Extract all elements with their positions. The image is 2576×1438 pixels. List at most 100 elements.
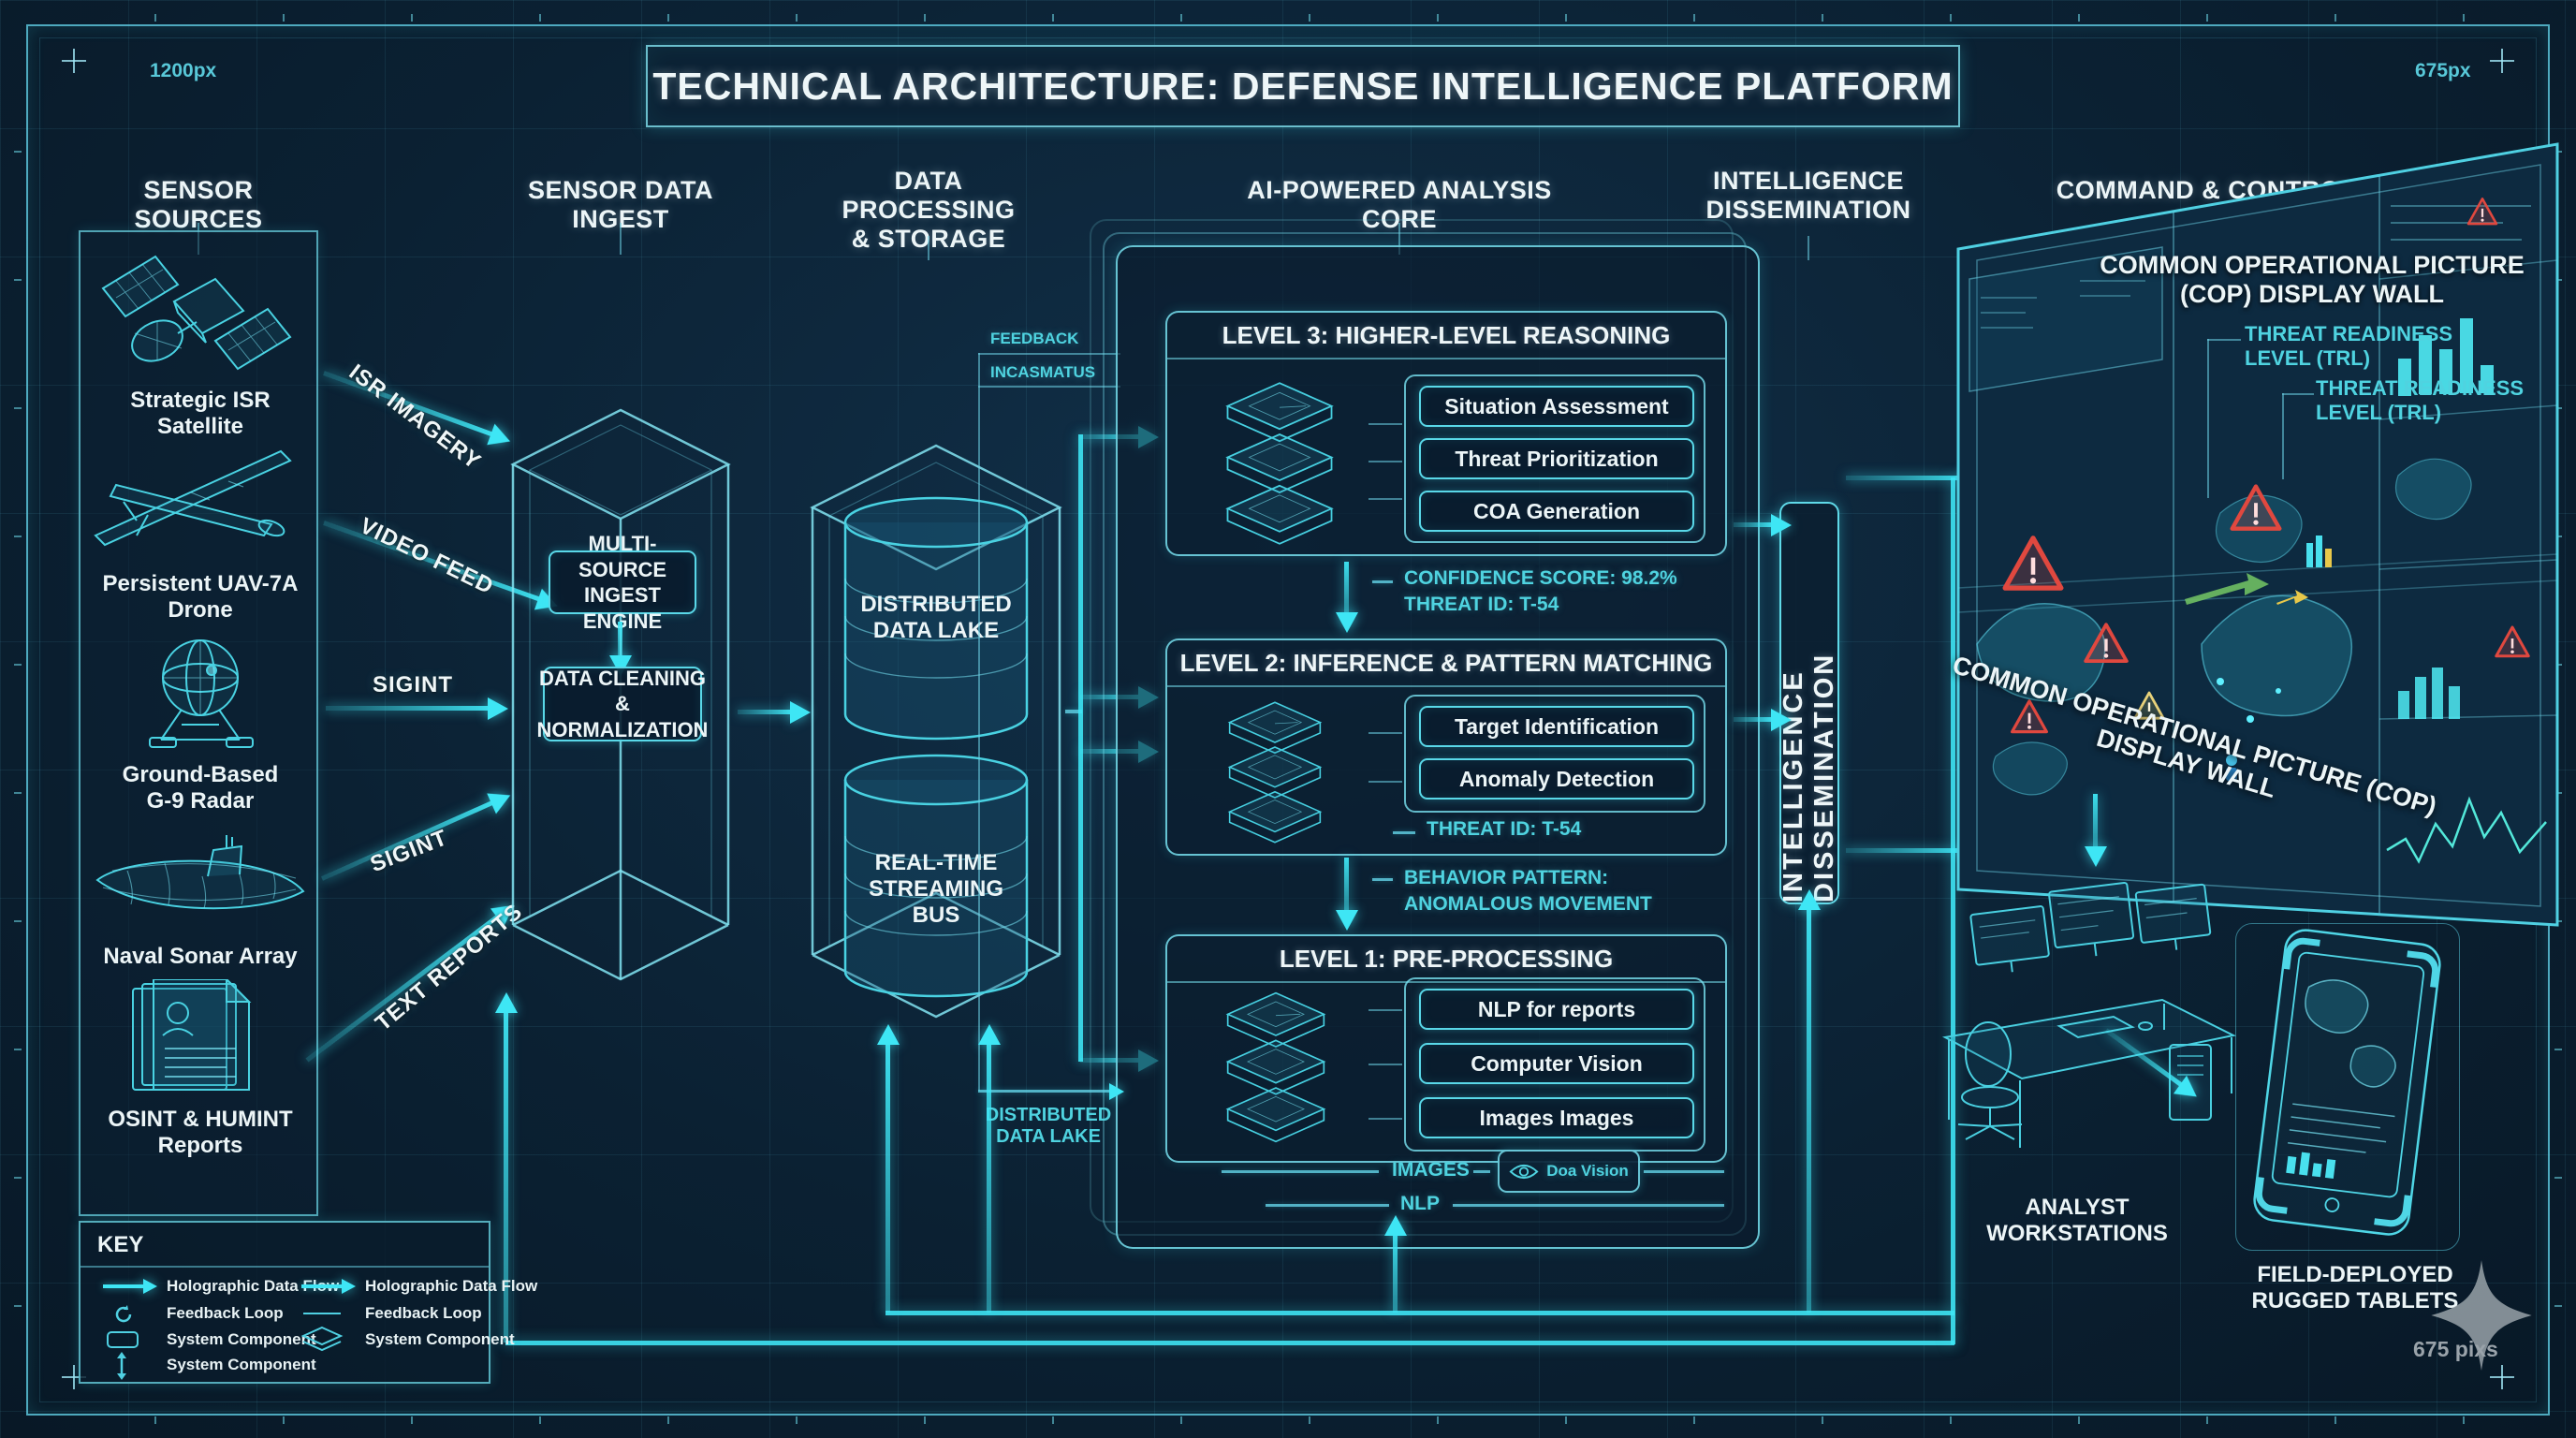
sensor-label: Naval Sonar Array	[103, 944, 298, 969]
behavior-pattern-1: BEHAVIOR PATTERN:	[1404, 867, 1609, 888]
annotation-dash	[1393, 831, 1415, 834]
threat-id-level3: THREAT ID: T-54	[1404, 594, 1559, 615]
threat-id-level2: THREAT ID: T-54	[1427, 818, 1582, 840]
images-label: IMAGES	[1392, 1159, 1470, 1181]
level3-title: LEVEL 3: HIGHER-LEVEL REASONING	[1167, 313, 1725, 360]
connector	[1368, 1009, 1402, 1011]
output-node: Computer Vision	[1419, 1043, 1694, 1084]
output-node: Images Images	[1419, 1097, 1694, 1138]
key-label: System Component	[167, 1356, 316, 1373]
feedback-arrow-into-core	[1383, 1215, 1407, 1313]
analyst-workstation-icon	[1941, 881, 2237, 1148]
storage-prism	[810, 444, 1062, 1019]
lake-ref-label: DISTRIBUTED DATA LAKE	[985, 1105, 1112, 1147]
feedback-secondary-label: INCASMATUS	[990, 363, 1096, 381]
dimension-label-right: 675px	[2415, 60, 2471, 81]
ingest-internal-arrow	[608, 622, 632, 676]
vision-chip-label: Doa Vision	[1546, 1162, 1629, 1180]
feedback-vertical-line	[978, 353, 980, 1091]
images-line-right	[1644, 1170, 1724, 1173]
wall-title: COMMON OPERATIONAL PICTURE (COP) DISPLAY…	[2100, 251, 2525, 308]
header-tick	[1808, 236, 1809, 260]
level1-chipstack-icon	[1226, 991, 1325, 1143]
component-box-icon	[107, 1331, 139, 1348]
key-label: Feedback Loop	[365, 1304, 482, 1322]
key-label: System Component	[167, 1330, 316, 1348]
tablets-label: FIELD-DEPLOYED RUGGED TABLETS	[2251, 1262, 2459, 1313]
line-icon	[303, 1313, 341, 1314]
trl-callout-1: THREAT READINESS LEVEL (TRL)	[2245, 322, 2453, 370]
level2-outputs-group: Target Identification Anomaly Detection	[1404, 695, 1705, 813]
radar-icon	[149, 639, 254, 748]
corner-cross-mark	[2490, 49, 2514, 73]
dissemination-bar: INTELLIGENCE DISSEMINATION	[1778, 502, 1839, 904]
level1-outputs-group: NLP for reports Computer Vision Images I…	[1404, 977, 1705, 1152]
level2-chipstack-icon	[1228, 701, 1322, 844]
eye-icon	[1509, 1164, 1539, 1179]
level3-to-level2-arrow	[1335, 562, 1358, 633]
key-label: Holographic Data Flow	[167, 1277, 340, 1295]
data-lake-cylinders	[843, 496, 1029, 998]
rugged-tablet-icon	[2253, 929, 2441, 1236]
trl-callout-line	[2207, 339, 2209, 498]
output-node: Anomaly Detection	[1419, 758, 1694, 800]
images-line	[1222, 1170, 1379, 1173]
submarine-icon	[95, 835, 305, 910]
confidence-score: CONFIDENCE SCORE: 98.2%	[1404, 567, 1677, 589]
sensor-label: Persistent UAV-7A Drone	[102, 571, 299, 623]
level3-outputs-group: Situation Assessment Threat Prioritizati…	[1404, 374, 1705, 543]
key-label: Holographic Data Flow	[365, 1277, 538, 1295]
sensor-label: Strategic ISR Satellite	[130, 388, 271, 439]
streaming-bus-label: REAL-TIME STREAMING BUS	[869, 850, 1003, 928]
flow-feedback-up-dissem	[1797, 889, 1821, 1313]
sensor-sources-panel: Strategic ISR Satellite Persistent UAV-7…	[79, 230, 318, 1216]
feedback-arrow-into-bus-1	[876, 1024, 900, 1313]
corner-cross-mark	[62, 49, 86, 73]
trl-callout-line	[2207, 339, 2241, 341]
output-node: Threat Prioritization	[1419, 438, 1694, 479]
level3-chipstack-icon	[1226, 382, 1333, 545]
nlp-label: NLP	[1400, 1193, 1440, 1214]
flow-sigint-1	[326, 697, 508, 720]
connector	[1368, 1064, 1402, 1065]
tablet-outline	[2235, 923, 2460, 1251]
dimension-label-left: 1200px	[150, 60, 217, 81]
key-legend: KEY Holographic Data Flow Feedback Loop …	[79, 1221, 537, 1384]
ruler-ticks-top	[28, 14, 2548, 22]
page-title: TECHNICAL ARCHITECTURE: DEFENSE INTELLIG…	[646, 45, 1960, 127]
header-sensor-data-ingest: SENSOR DATA INGEST	[527, 176, 713, 233]
feedback-bus-line-1	[886, 1311, 1954, 1315]
output-node: COA Generation	[1419, 491, 1694, 532]
vertical-arrow-icon	[117, 1352, 126, 1380]
annotation-dash	[1372, 878, 1393, 881]
trl-callout-line	[2282, 393, 2314, 395]
sparkle-star-icon	[2431, 1260, 2532, 1371]
connector	[1368, 498, 1402, 500]
feedback-return-vertical	[1951, 477, 1955, 1344]
connector	[1368, 781, 1402, 783]
uav-drone-icon	[94, 449, 292, 547]
feedback-loop-icon	[115, 1305, 132, 1323]
feedback-bus-line-2	[505, 1341, 1954, 1345]
output-node: Target Identification	[1419, 706, 1694, 747]
key-label: Feedback Loop	[167, 1304, 284, 1322]
corner-cross-mark	[62, 1365, 86, 1389]
trl-callout-line	[2282, 393, 2284, 479]
header-sensor-sources: SENSOR SOURCES	[134, 176, 263, 233]
header-data-processing: DATA PROCESSING & STORAGE	[842, 167, 1016, 253]
ruler-ticks-bottom	[28, 1416, 2548, 1424]
reports-documents-icon	[132, 979, 252, 1091]
connector	[1368, 423, 1402, 425]
trl-callout-2: THREAT READINESS LEVEL (TRL)	[2316, 376, 2525, 424]
sensor-label: OSINT & HUMINT Reports	[108, 1107, 293, 1158]
satellite-icon	[101, 255, 292, 371]
feedback-arrow-into-ingest	[494, 992, 518, 1343]
lake-ref-line	[978, 1082, 1124, 1100]
flow-wall-to-workstations	[2084, 794, 2107, 867]
dissemination-bar-label: INTELLIGENCE DISSEMINATION	[1778, 652, 1839, 902]
key-title: KEY	[97, 1232, 144, 1257]
vision-chip: Doa Vision	[1498, 1150, 1640, 1193]
workstations-label: ANALYST WORKSTATIONS	[1986, 1195, 2168, 1246]
flow-core-to-dissem-2	[1734, 708, 1792, 731]
ingest-engine-node: MULTI-SOURCE INGEST ENGINE	[549, 532, 696, 633]
